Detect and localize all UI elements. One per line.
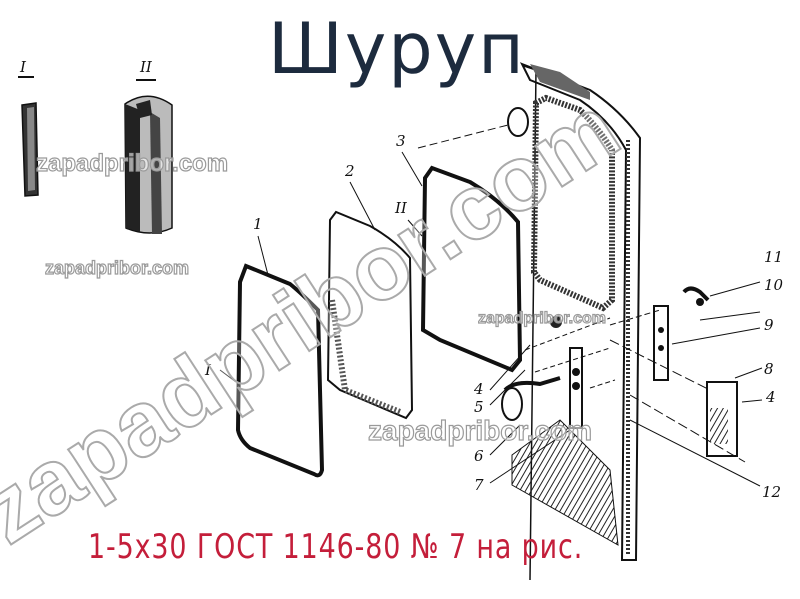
watermark: zapadpribor.com [44,257,190,278]
label-part-11: 11 [764,248,783,266]
label-part-3: 3 [396,132,406,150]
label-part-7: 7 [474,476,484,494]
label-part-10: 10 [764,276,784,294]
label-part-4-right: 4 [765,388,776,406]
label-part-6: 6 [474,447,484,465]
part-caption: 1-5x30 ГОСТ 1146-80 № 7 на рис. [88,527,584,567]
page-title: Шуруп [268,8,526,90]
detail-ii-label: II [139,58,153,76]
part-1-seal: 1 I [204,215,325,478]
view-marker-ii: II [394,199,408,217]
label-part-1: 1 [253,215,263,233]
label-part-12: 12 [762,483,781,501]
watermark: zapadpribor.com [367,414,593,446]
part-3-seal: 3 II [394,132,523,373]
label-part-4: 4 [473,380,484,398]
label-part-2: 2 [344,162,355,180]
watermark: zapadpribor.com [477,309,607,327]
detail-ii-seal-profile: II [124,58,173,234]
watermark: zapadpribor.com [35,149,229,177]
part-2-glass: 2 [326,162,414,420]
lock-hardware [489,281,763,487]
label-part-5: 5 [474,398,484,416]
detail-i-seal-profile: I [18,58,39,197]
view-marker-i: I [204,361,212,379]
label-part-9: 9 [764,316,774,334]
label-part-8: 8 [764,360,774,378]
detail-i-label: I [19,58,27,76]
